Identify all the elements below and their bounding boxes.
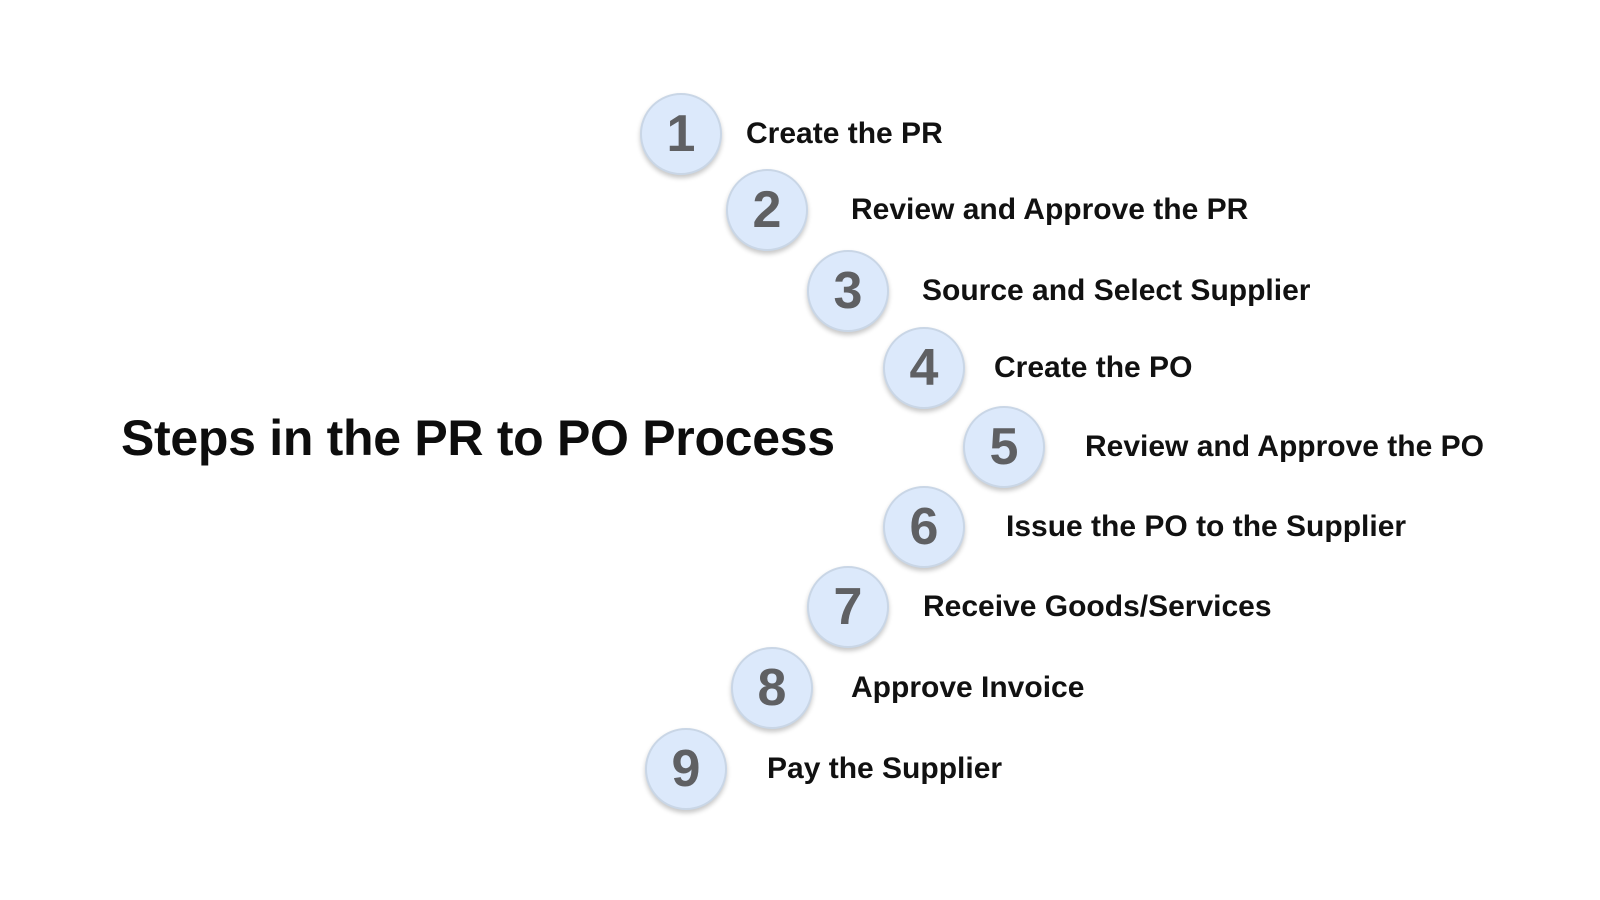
step-label: Create the PO: [994, 351, 1193, 384]
step-label: Review and Approve the PR: [851, 193, 1249, 226]
step-number-badge: 4: [883, 327, 965, 409]
step-number-badge: 8: [731, 647, 813, 729]
step-number: 5: [989, 418, 1019, 476]
step-number: 1: [666, 105, 696, 163]
step-number-badge: 3: [807, 250, 889, 332]
step-number: 3: [833, 262, 863, 320]
step-number-badge: 2: [726, 169, 808, 251]
step-number: 9: [671, 740, 701, 798]
step-label: Pay the Supplier: [767, 752, 1003, 785]
step-label: Issue the PO to the Supplier: [1006, 510, 1407, 543]
step-number: 8: [757, 659, 787, 717]
step-number-badge: 1: [640, 93, 722, 175]
step-number-badge: 6: [883, 486, 965, 568]
step-label: Review and Approve the PO: [1085, 430, 1484, 463]
step-label: Approve Invoice: [851, 671, 1085, 704]
step-number-badge: 9: [645, 728, 727, 810]
step-number: 7: [833, 578, 863, 636]
step-number-badge: 5: [963, 406, 1045, 488]
step-number-badge: 7: [807, 566, 889, 648]
step-number: 2: [752, 181, 782, 239]
step-number: 4: [909, 339, 939, 397]
step-number: 6: [909, 498, 939, 556]
page-title: Steps in the PR to PO Process: [121, 410, 835, 466]
step-label: Source and Select Supplier: [922, 274, 1311, 307]
step-label: Create the PR: [746, 117, 943, 150]
step-label: Receive Goods/Services: [923, 590, 1272, 623]
